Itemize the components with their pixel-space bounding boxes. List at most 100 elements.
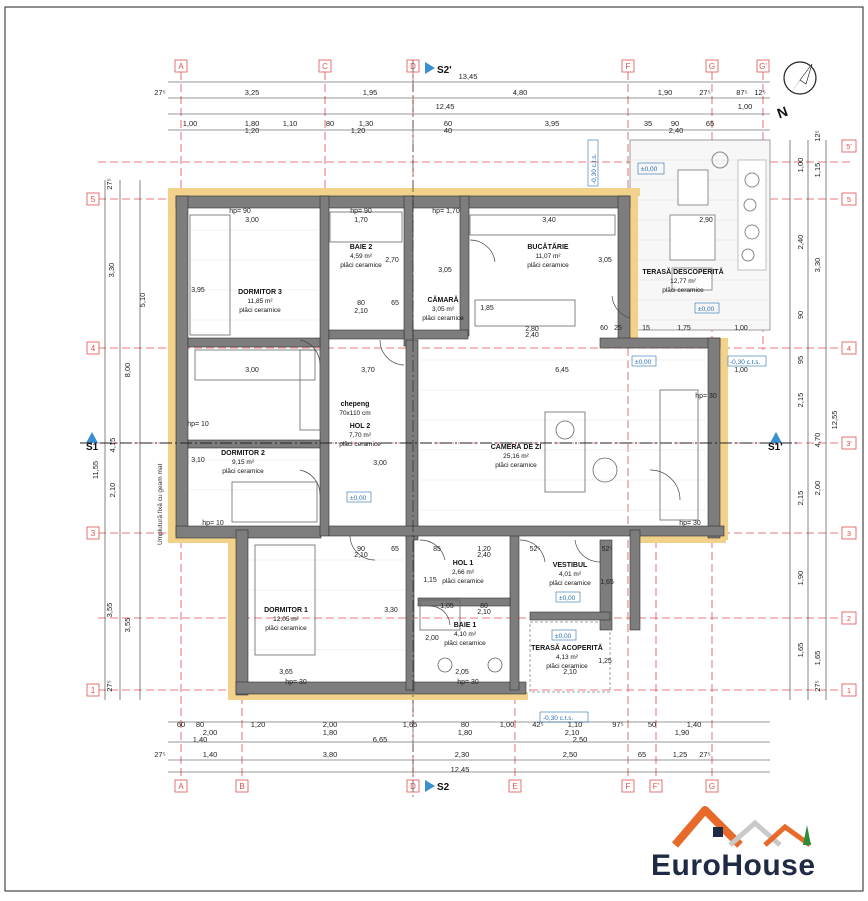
sink-icon bbox=[487, 657, 503, 673]
axis-bubble bbox=[86, 526, 100, 540]
dim-bottom-row3: 2,50 bbox=[563, 750, 578, 759]
room-finish: plăci ceramice bbox=[222, 468, 264, 475]
chair-icon bbox=[677, 169, 709, 206]
kitchen-island-icon bbox=[474, 299, 576, 327]
interior-dimension: 3,40 bbox=[542, 217, 556, 224]
insulation-layer bbox=[168, 188, 728, 700]
room-area: 12,77 m² bbox=[670, 278, 696, 285]
dim-bottom-row1: 80 bbox=[461, 720, 469, 729]
interior-dimension: 2,70 bbox=[385, 257, 399, 264]
dim-bottom-row2: 1,40 bbox=[193, 735, 208, 744]
armchair-icon bbox=[592, 457, 618, 483]
level-terrace-cov: ±0,00 bbox=[555, 633, 572, 640]
room-area: 4,10 m² bbox=[454, 631, 477, 638]
interior-dimension: 3,00 bbox=[373, 460, 387, 467]
axis-bubble bbox=[705, 59, 719, 73]
dim-right: 90 bbox=[796, 311, 805, 319]
dim-bottom-total: 12,45 bbox=[451, 765, 470, 774]
dim-right: 1,15 bbox=[813, 163, 822, 178]
dim-top-row3: 1,20 bbox=[351, 126, 366, 135]
interior-dimension: 3,00 bbox=[245, 217, 259, 224]
axis-label-left: 4 bbox=[91, 344, 96, 353]
interior-dimension: 3,05 bbox=[598, 257, 612, 264]
axis-label-right: 3' bbox=[846, 439, 852, 448]
interior-dimension: 65 bbox=[391, 546, 399, 553]
axis-label-right: 2 bbox=[847, 614, 851, 623]
dim-bottom-row1b: 1,90 bbox=[675, 728, 690, 737]
room-finish: plăci ceramice bbox=[546, 663, 588, 670]
interior-dimension: 3,30 bbox=[384, 607, 398, 614]
room-name: chepeng bbox=[341, 401, 370, 408]
interior-dimension: hp= 90 bbox=[229, 208, 251, 215]
room-name: CĂMARĂ bbox=[427, 295, 458, 304]
kitchen-counter-icon bbox=[469, 214, 616, 236]
dim-top-row1: 4,80 bbox=[513, 88, 528, 97]
interior-dimension: 1,00 bbox=[734, 325, 748, 332]
interior-dimension: 1,75 bbox=[677, 325, 691, 332]
room-finish: plăci ceramice bbox=[662, 287, 704, 294]
dim-top-row1: 1,95 bbox=[363, 88, 378, 97]
interior-dimension: 3,70 bbox=[361, 367, 375, 374]
dim-bottom-row1b: 2,00 bbox=[203, 728, 218, 737]
chair-icon bbox=[555, 420, 575, 440]
house-roof-icon bbox=[671, 806, 812, 848]
axis-bubble bbox=[841, 139, 857, 153]
dim-right: 1,90 bbox=[796, 571, 805, 586]
room-area: 4,59 m² bbox=[350, 253, 373, 260]
room-area: 2,66 m² bbox=[452, 569, 475, 576]
dim-right: 4,70 bbox=[813, 433, 822, 448]
dim-bottom-row1b: 1,80 bbox=[458, 728, 473, 737]
section-label-bottom: S2 bbox=[437, 782, 450, 793]
interior-dimension: 1,00 bbox=[734, 367, 748, 374]
dim-top-row3: 40 bbox=[444, 126, 452, 135]
dim-top-row3: 3,95 bbox=[545, 119, 560, 128]
section-arrow-icon bbox=[770, 432, 782, 443]
dim-top-row3: 2,40 bbox=[669, 126, 684, 135]
dim-right: 95 bbox=[796, 356, 805, 364]
dim-top-row3: 35 bbox=[644, 119, 652, 128]
room-area: 12,05 m² bbox=[273, 616, 299, 623]
dim-bottom-row3: 65 bbox=[638, 750, 646, 759]
dim-top-row3: 65 bbox=[706, 119, 714, 128]
axis-bubble bbox=[174, 779, 188, 793]
dim-top-row1: 87⁵ bbox=[736, 88, 747, 97]
interior-dimension: 3,00 bbox=[245, 367, 259, 374]
dim-bottom-row1: 1,00 bbox=[500, 720, 515, 729]
interior-dimension: 2,90 bbox=[699, 217, 713, 224]
interior-dimension: 1,85 bbox=[480, 305, 494, 312]
eurohouse-logo: EuroHouse bbox=[645, 805, 845, 890]
interior-dimension: 2,10 bbox=[354, 308, 368, 315]
dim-bottom-row2: 2,50 bbox=[573, 735, 588, 744]
room-finish: plăci ceramice bbox=[239, 307, 281, 314]
bed-icon bbox=[231, 481, 318, 523]
interior-dimension: 90 bbox=[357, 546, 365, 553]
interior-dimension: 2,80 bbox=[525, 326, 539, 333]
dim-right: 27⁵ bbox=[813, 680, 822, 691]
dim-bottom-row1: 1,65 bbox=[403, 720, 418, 729]
section-arrow-icon bbox=[425, 780, 435, 792]
axis-label-bottom: F bbox=[626, 782, 631, 791]
level-terrace-open2: ±0,00 bbox=[698, 306, 715, 313]
dim-bottom-row1: 1,10 bbox=[568, 720, 583, 729]
interior-dimension: 1,65 bbox=[600, 579, 614, 586]
room-name: DORMITOR 1 bbox=[264, 607, 308, 614]
dim-right: 1,65 bbox=[813, 651, 822, 666]
interior-dimension: hp= 30 bbox=[285, 679, 307, 686]
furniture bbox=[189, 211, 699, 673]
axis-label-bottom: E bbox=[512, 782, 517, 791]
interior-dimension: 1,15 bbox=[423, 577, 437, 584]
room-area: 4,13 m² bbox=[556, 654, 579, 661]
room-name: DORMITOR 3 bbox=[238, 289, 282, 296]
side-note: Umplutură fixă cu geam mat bbox=[157, 464, 164, 545]
dimension-lines bbox=[104, 81, 827, 773]
interior-dimension: 15 bbox=[642, 325, 650, 332]
dim-right: 12⁵ bbox=[813, 130, 822, 141]
room-name: BUCĂTĂRIE bbox=[527, 242, 569, 251]
interior-dimension: 80 bbox=[480, 603, 488, 610]
open-terrace bbox=[629, 139, 771, 331]
axis-bubble bbox=[86, 683, 100, 697]
room-finish: plăci ceramice bbox=[339, 441, 381, 448]
interior-dimension: hp= 30 bbox=[457, 679, 479, 686]
bed-icon bbox=[254, 544, 316, 656]
